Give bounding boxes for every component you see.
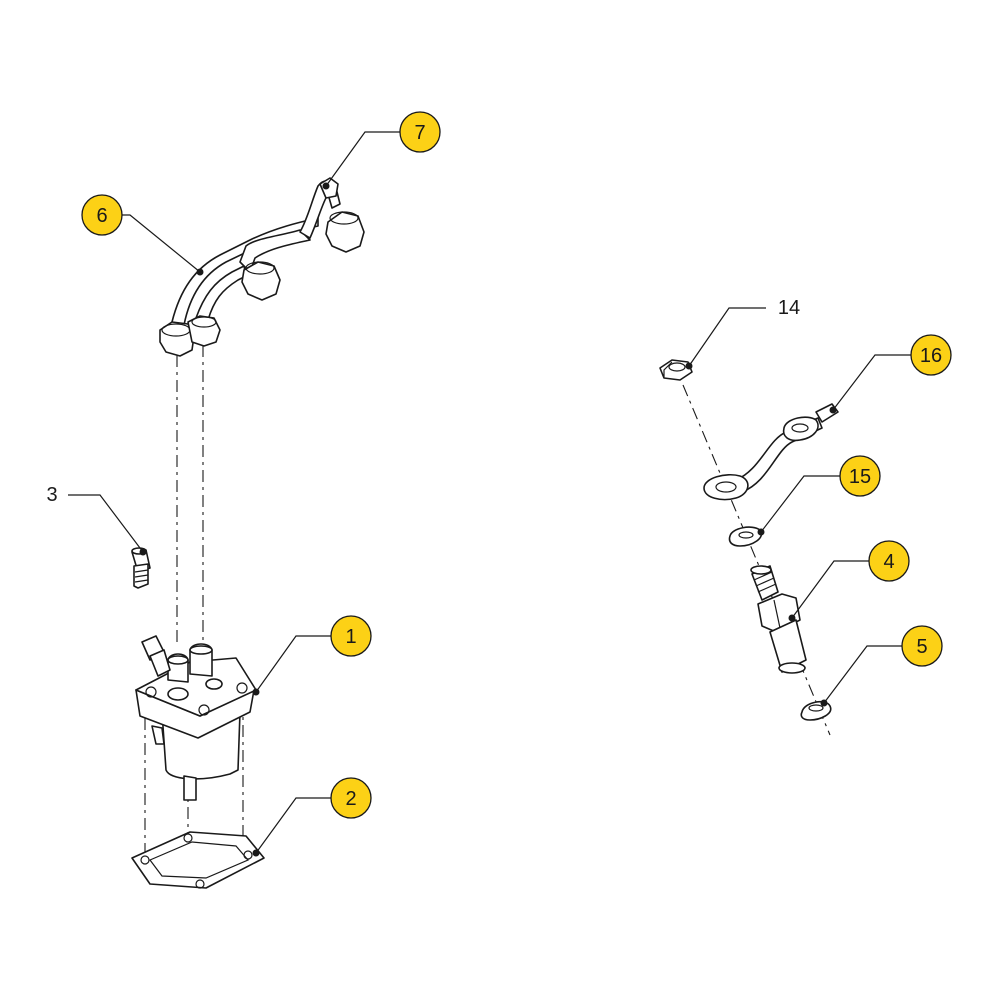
callout-label: 15 xyxy=(849,466,871,488)
callout-circle xyxy=(910,334,952,376)
callout-1: 1 xyxy=(330,615,372,657)
callout-3: 3 xyxy=(46,484,57,506)
callout-5: 5 xyxy=(901,625,943,667)
callout-label: 7 xyxy=(414,122,425,144)
callout-label: 3 xyxy=(46,484,57,506)
nut-part-14 xyxy=(659,359,693,381)
leak-off-pipe-part-16 xyxy=(703,403,839,501)
callout-circle xyxy=(330,615,372,657)
callout-6: 6 xyxy=(81,194,123,236)
callout-label: 2 xyxy=(345,788,356,810)
callout-circle xyxy=(868,540,910,582)
callout-label: 5 xyxy=(916,636,927,658)
callout-circle xyxy=(839,455,881,497)
assembly-center-lines xyxy=(144,345,831,875)
callout-2: 2 xyxy=(330,777,372,819)
injection-pump-part-1 xyxy=(135,635,257,801)
callout-circle xyxy=(81,194,123,236)
callout-label: 4 xyxy=(883,551,894,573)
callout-16: 16 xyxy=(910,334,952,376)
callout-label: 6 xyxy=(96,205,107,227)
injection-pipes xyxy=(159,177,365,357)
callout-circle xyxy=(901,625,943,667)
callout-7: 7 xyxy=(399,111,441,153)
callout-circle xyxy=(399,111,441,153)
injector-part-4 xyxy=(750,565,807,674)
callout-label: 14 xyxy=(778,297,800,319)
callout-4: 4 xyxy=(868,540,910,582)
bolt-part-3 xyxy=(131,547,151,589)
callout-label: 1 xyxy=(345,626,356,648)
gasket-part-2 xyxy=(131,831,265,889)
callout-label: 16 xyxy=(920,345,942,367)
washer-part-15 xyxy=(728,526,763,547)
callout-15: 15 xyxy=(839,455,881,497)
leader-lines xyxy=(68,131,911,857)
callout-14: 14 xyxy=(778,297,800,319)
callout-circle xyxy=(330,777,372,819)
